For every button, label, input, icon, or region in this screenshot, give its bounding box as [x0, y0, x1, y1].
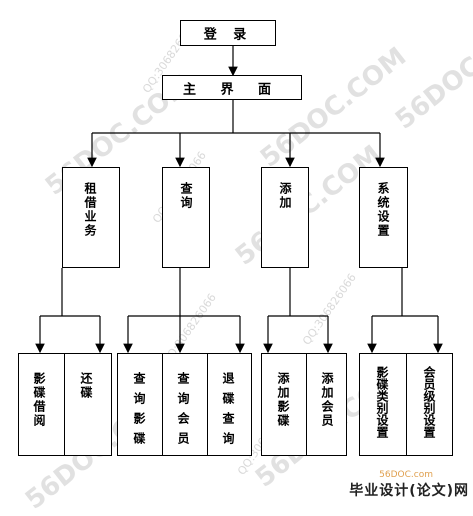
footer-url: 56DOC.com: [379, 470, 433, 480]
leaf-divider: [306, 354, 307, 455]
leaf-add-disc-label: 添加影碟: [276, 372, 290, 428]
category-settings-label: 系统设置: [376, 182, 390, 238]
category-add-box: 添加: [261, 167, 309, 268]
leaf-query-member-label: 查询会员: [176, 372, 190, 452]
category-query-label: 查询: [179, 182, 193, 210]
leaf-add-member-label: 添加会员: [320, 372, 334, 428]
category-settings-box: 系统设置: [359, 167, 408, 268]
leaf-divider: [406, 354, 407, 455]
leaf-divider: [207, 354, 208, 455]
leaf-disc-return-label: 还碟: [79, 372, 93, 400]
flowchart-canvas: 56DOC.COM 56DOC.COM 56DOC.COM 56DOC.COM …: [18, 4, 473, 516]
leaf-disc-borrow-label: 影碟借阅: [32, 372, 46, 428]
login-label: 登 录: [203, 27, 253, 43]
main-screen-box: 主 界 面: [162, 75, 302, 100]
category-query-box: 查询: [162, 167, 210, 268]
footer-brand: 毕业设计(论文)网: [349, 483, 469, 499]
connector-lines: [35, 45, 443, 354]
leaf-query-disc-label: 查询影碟: [132, 372, 146, 452]
category-rental-box: 租借业务: [62, 167, 120, 268]
leaf-disc-category-label: 影碟类别设置: [375, 366, 389, 438]
main-screen-label: 主 界 面: [182, 82, 282, 97]
leaf-group-query: 查询影碟 查询会员 退碟查询: [117, 353, 252, 456]
leaf-return-query-label: 退碟查询: [221, 372, 235, 452]
category-add-label: 添加: [278, 182, 292, 210]
leaf-divider: [162, 354, 163, 455]
leaf-group-rental: 影碟借阅 还碟: [18, 353, 112, 456]
login-box: 登 录: [180, 20, 276, 46]
leaf-group-settings: 影碟类别设置 会员级别设置: [359, 353, 453, 456]
leaf-group-add: 添加影碟 添加会员: [261, 353, 347, 456]
leaf-divider: [64, 354, 65, 455]
leaf-member-level-label: 会员级别设置: [422, 366, 436, 438]
category-rental-label: 租借业务: [83, 182, 97, 238]
